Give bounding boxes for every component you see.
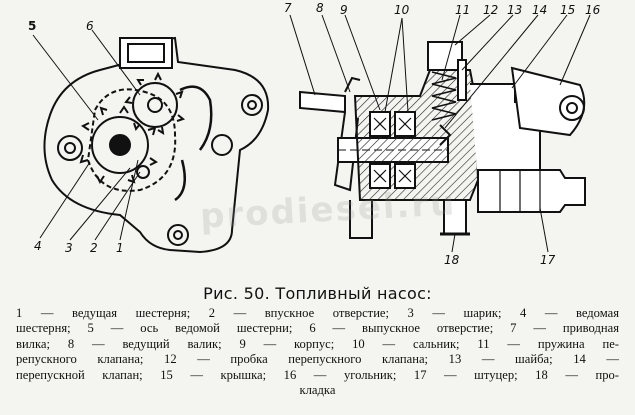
callout-11: 11: [455, 3, 471, 17]
legend-line: репускного клапана; 12 — пробка перепуск…: [16, 352, 619, 367]
callout-12: 12: [483, 3, 499, 17]
legend-line: кладка: [299, 383, 336, 398]
leader-lines: [32, 14, 591, 253]
callout-14: 14: [532, 3, 548, 17]
callout-17: 17: [540, 253, 556, 267]
figure-legend: 1 — ведущая шестерня; 2 — впускное отвер…: [16, 306, 619, 398]
callout-18: 18: [444, 253, 460, 267]
front-view: [43, 36, 270, 254]
callout-8: 8: [316, 1, 324, 15]
figure-title: Рис. 50. Топливный насос:: [203, 284, 432, 303]
callout-6: 6: [86, 19, 94, 33]
fuel-pump-drawing: [32, 14, 591, 254]
callout-2: 2: [90, 241, 98, 255]
legend-line: вилка; 8 — ведущий валик; 9 — корпус; 10…: [16, 336, 619, 351]
legend-line: шестерня; 5 — ось ведомой шестерни; 6 — …: [16, 321, 619, 336]
callout-15: 15: [560, 3, 576, 17]
callout-13: 13: [507, 3, 523, 17]
callout-3: 3: [65, 241, 73, 255]
pump-figure: prodiesel.ru 5 6 4 3 2 1 7 8 9 10 11 12 …: [28, 1, 601, 267]
section-view: [299, 41, 586, 239]
callout-7: 7: [284, 1, 292, 15]
legend-line: перепускной клапан; 15 — крышка; 16 — уг…: [16, 367, 619, 382]
callout-1: 1: [116, 241, 124, 255]
callout-4: 4: [34, 239, 42, 253]
callout-16: 16: [585, 3, 601, 17]
driven-gear: [124, 71, 186, 135]
legend-line: 1 — ведущая шестерня; 2 — впускное отвер…: [16, 306, 619, 320]
callout-9: 9: [340, 3, 348, 17]
callout-10: 10: [394, 3, 410, 17]
callout-5: 5: [28, 19, 37, 33]
